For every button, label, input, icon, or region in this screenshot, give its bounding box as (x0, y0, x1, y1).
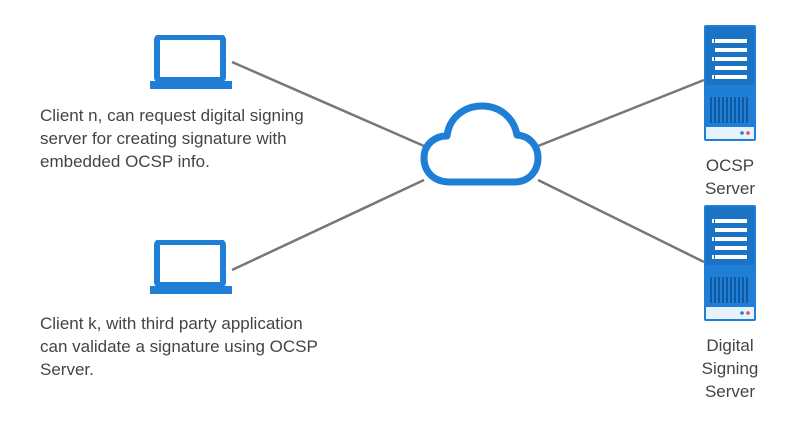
server-rack-icon (704, 25, 756, 141)
laptop-icon (150, 35, 232, 89)
link-cloud-ocsp (537, 78, 705, 148)
server-rack-icon (704, 205, 756, 321)
link-cloud-signing (537, 178, 705, 264)
client-n-description: Client n, can request digital signing se… (40, 106, 304, 171)
client-k-description: Client k, with third party application c… (40, 314, 318, 379)
link-client-k-cloud (231, 178, 425, 272)
ocsp-server-label: OCSP Server (704, 156, 756, 198)
digital-signing-server-label: Digital Signing Server (701, 336, 759, 401)
link-client-n-cloud (231, 60, 425, 148)
cloud-icon (420, 102, 542, 186)
laptop-icon (150, 240, 232, 294)
